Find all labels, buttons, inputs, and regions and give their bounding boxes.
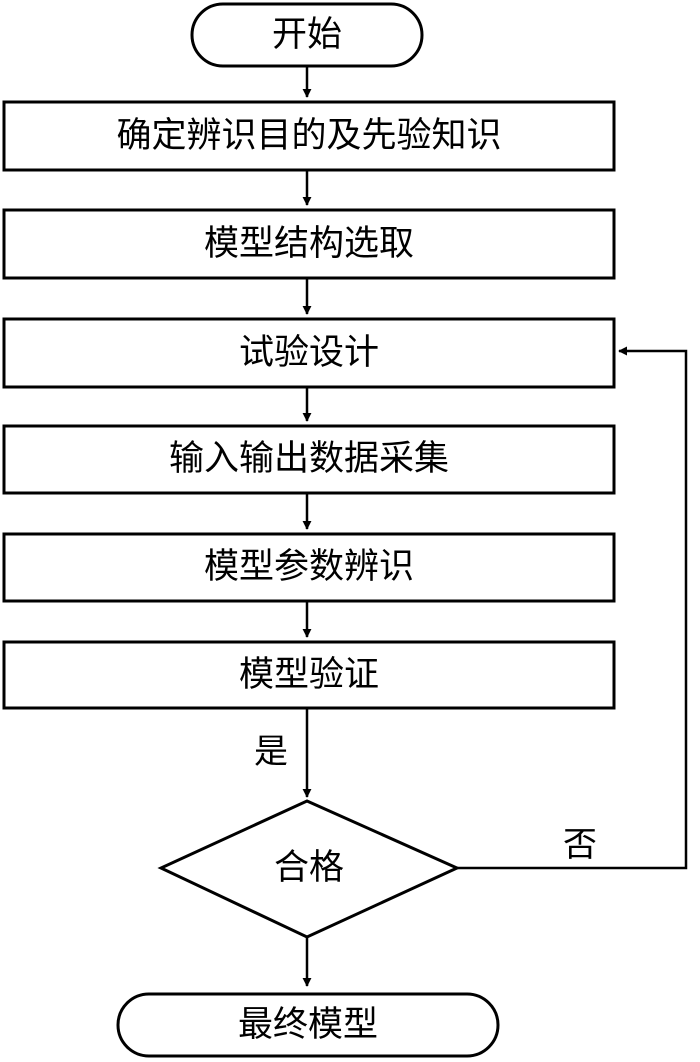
process-box bbox=[2, 640, 616, 710]
edges bbox=[302, 66, 688, 987]
process-box bbox=[2, 100, 616, 172]
process-step-5: 模型参数辨识 bbox=[2, 532, 616, 603]
end-shape bbox=[116, 992, 500, 1058]
process-step-label: 模型结构选取 bbox=[204, 224, 414, 264]
process-box bbox=[2, 532, 616, 603]
process-step-1: 确定辨识目的及先验知识 bbox=[2, 100, 616, 172]
process-step-label: 模型参数辨识 bbox=[204, 547, 414, 587]
process-box bbox=[2, 424, 616, 495]
start-node: 开始 bbox=[190, 2, 424, 68]
process-step-label: 确定辨识目的及先验知识 bbox=[116, 116, 501, 156]
end-label: 最终模型 bbox=[238, 1005, 378, 1045]
start-label: 开始 bbox=[272, 15, 342, 55]
decision-label: 合格 bbox=[274, 848, 344, 888]
no-label: 否 bbox=[563, 825, 597, 865]
process-step-6: 模型验证 bbox=[2, 640, 616, 710]
decision-diamond bbox=[157, 799, 461, 939]
process-step-3: 试验设计 bbox=[2, 317, 616, 389]
decision-node: 合格 bbox=[157, 799, 461, 939]
yes-label: 是 bbox=[254, 732, 288, 772]
start-shape bbox=[190, 2, 424, 68]
edge-decision-no-loop bbox=[457, 346, 688, 870]
process-step-2: 模型结构选取 bbox=[2, 208, 616, 280]
process-box bbox=[2, 208, 616, 280]
process-step-label: 试验设计 bbox=[239, 333, 379, 373]
process-step-4: 输入输出数据采集 bbox=[2, 424, 616, 495]
process-step-label: 模型验证 bbox=[239, 655, 379, 695]
process-step-label: 输入输出数据采集 bbox=[169, 439, 449, 479]
end-node: 最终模型 bbox=[116, 992, 500, 1058]
process-box bbox=[2, 317, 616, 389]
